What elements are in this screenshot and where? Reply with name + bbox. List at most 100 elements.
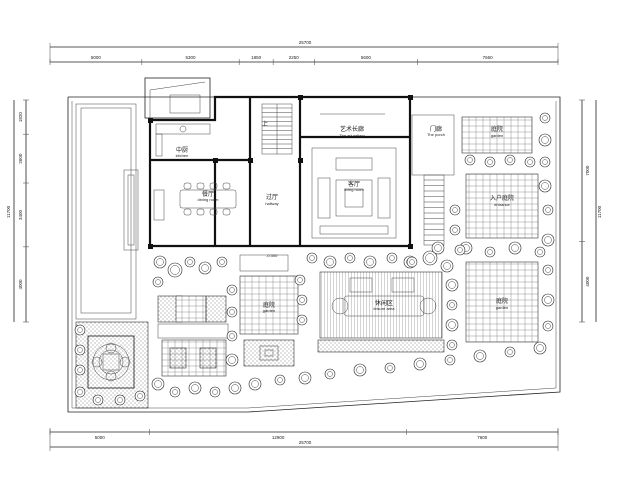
tree-icon-inner — [536, 344, 544, 352]
tree-icon-inner — [409, 259, 415, 265]
bottom-total-dim: 25700 — [299, 440, 312, 445]
tree-icon — [151, 377, 165, 391]
tree-icon-inner — [449, 302, 455, 308]
tree-icon — [225, 353, 239, 367]
tree-icon — [353, 363, 367, 377]
garden-right-label-en: garden — [496, 305, 508, 310]
tree-icon — [413, 357, 427, 371]
tree-icon — [363, 255, 377, 269]
tree-icon — [406, 256, 418, 268]
tree-icon — [539, 156, 551, 168]
right-seg-dim-0: 7000 — [585, 165, 590, 176]
tree-icon-inner — [251, 380, 259, 388]
hallway: 过厅 hallway 上 — [261, 103, 293, 206]
tree-icon — [228, 381, 242, 395]
tree-icon — [445, 318, 459, 332]
tree-icon — [538, 179, 552, 193]
tree-icon — [226, 284, 238, 296]
tree-icon-inner — [212, 389, 218, 395]
tree-icon — [74, 386, 86, 398]
tree-icon-inner — [425, 253, 435, 263]
dining-chair — [222, 208, 231, 216]
tree-icon — [198, 261, 212, 275]
dining-label-cn: 餐厅 — [202, 190, 214, 198]
tree-icon — [74, 344, 86, 356]
tree-icon — [153, 255, 167, 269]
building-walls — [148, 95, 413, 249]
garden-right-label-cn: 庭院 — [496, 297, 508, 305]
gallery-label-cn: 艺术长廊 — [340, 125, 364, 133]
tree-icon — [422, 250, 438, 266]
left-total-dim: 11700 — [6, 205, 11, 218]
tree-icon — [74, 364, 86, 376]
gallery-label-en: The art gallery — [339, 133, 365, 138]
tree-icon-inner — [229, 333, 235, 339]
tree-icon — [74, 324, 86, 336]
garden-mid-label-cn: 庭院 — [263, 301, 275, 309]
top-total-dim: 25700 — [299, 40, 312, 45]
tree-icon-inner — [201, 264, 209, 272]
hall-label-en: hallway — [265, 201, 278, 206]
tree-icon — [226, 306, 238, 318]
tree-icon — [524, 156, 536, 168]
art-gallery: 艺术长廊 The art gallery — [320, 113, 385, 138]
tree-icon-inner — [541, 182, 549, 190]
tree-icon — [504, 154, 516, 166]
tree-icon-inner — [457, 247, 463, 253]
dining-chair — [196, 208, 205, 216]
tree-icon-inner — [77, 347, 83, 353]
tree-icon-inner — [154, 380, 162, 388]
tree-icon — [298, 371, 312, 385]
porch: 门廊 The porch — [411, 114, 455, 246]
tree-icon — [114, 394, 126, 406]
tree-icon-inner — [347, 255, 353, 261]
bottom-seg-dim-1: 12900 — [272, 435, 285, 440]
tree-icon — [484, 156, 496, 168]
dining-chair — [196, 182, 205, 190]
tree-icon-inner — [309, 255, 315, 261]
tree-icon — [542, 264, 554, 276]
tree-icon-inner — [219, 259, 225, 265]
tree-icon-inner — [545, 207, 551, 213]
tree-icon-inner — [487, 249, 493, 255]
tree-icon-inner — [137, 393, 143, 399]
tree-icon — [167, 262, 183, 278]
tree-icon — [542, 204, 554, 216]
tree-icon — [444, 354, 456, 366]
tree-icon-inner — [527, 159, 533, 165]
tree-icon-inner — [229, 287, 235, 293]
north-annex — [144, 77, 211, 119]
tree-icon — [539, 112, 551, 124]
tree-icon — [504, 346, 516, 358]
tree-icon-inner — [277, 377, 283, 383]
tree-icon — [473, 349, 487, 363]
tree-icon — [541, 233, 555, 247]
bottom-seg-dim-2: 7600 — [477, 435, 488, 440]
tree-icon-inner — [156, 258, 164, 266]
tree-icon-inner — [356, 366, 364, 374]
tree-icon-inner — [452, 207, 458, 213]
tree-icon — [152, 276, 164, 288]
garden-top-label-cn: 庭院 — [491, 125, 503, 133]
tree-icon — [484, 246, 496, 258]
tree-icon — [294, 274, 306, 286]
left-seg-dim-1: 2600 — [18, 153, 23, 164]
tree-icon-inner — [507, 349, 513, 355]
tree-icon — [542, 320, 554, 332]
tree-icon — [226, 330, 238, 342]
leisure-area: 休闲区 leisure area — [317, 271, 445, 353]
right-total-dim: 11700 — [597, 205, 602, 218]
tree-icon-inner — [487, 159, 493, 165]
tree-icon — [440, 259, 454, 273]
garden-mid-label-en: garden — [263, 308, 275, 313]
tree-icon-inner — [366, 258, 374, 266]
tree-icon-inner — [542, 115, 548, 121]
tree-icon-inner — [511, 244, 519, 252]
landscape-trees — [74, 112, 555, 406]
tree-icon-inner — [229, 309, 235, 315]
dining-chair — [183, 208, 192, 216]
leisure-label-en: leisure area — [374, 306, 396, 311]
tree-icon-inner — [452, 227, 458, 233]
